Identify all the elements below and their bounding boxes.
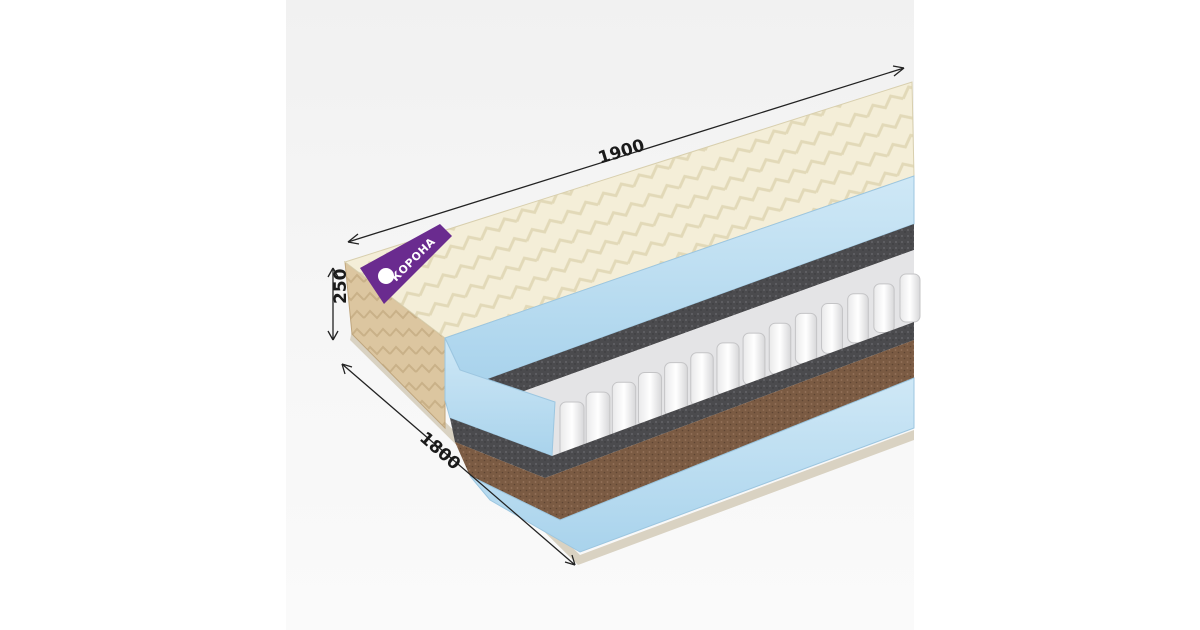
spring-pocket xyxy=(899,273,921,323)
spring-pocket xyxy=(821,303,843,354)
spring-pocket xyxy=(716,342,740,396)
spring-pocket xyxy=(847,293,869,344)
spring-pocket xyxy=(873,283,895,333)
spring-pocket xyxy=(768,322,792,375)
spring-pocket xyxy=(742,332,766,386)
dimension-height: 250 xyxy=(327,267,351,341)
length-label: 1900 xyxy=(596,136,647,169)
brand-logo-icon xyxy=(378,268,394,284)
coconut-layer xyxy=(455,340,914,520)
upper-felt-layer xyxy=(485,224,914,398)
bottom-foam-layer xyxy=(469,377,915,553)
spring-pocket xyxy=(794,312,818,365)
dimension-length: 1900 xyxy=(347,65,905,245)
height-label: 250 xyxy=(331,268,351,304)
